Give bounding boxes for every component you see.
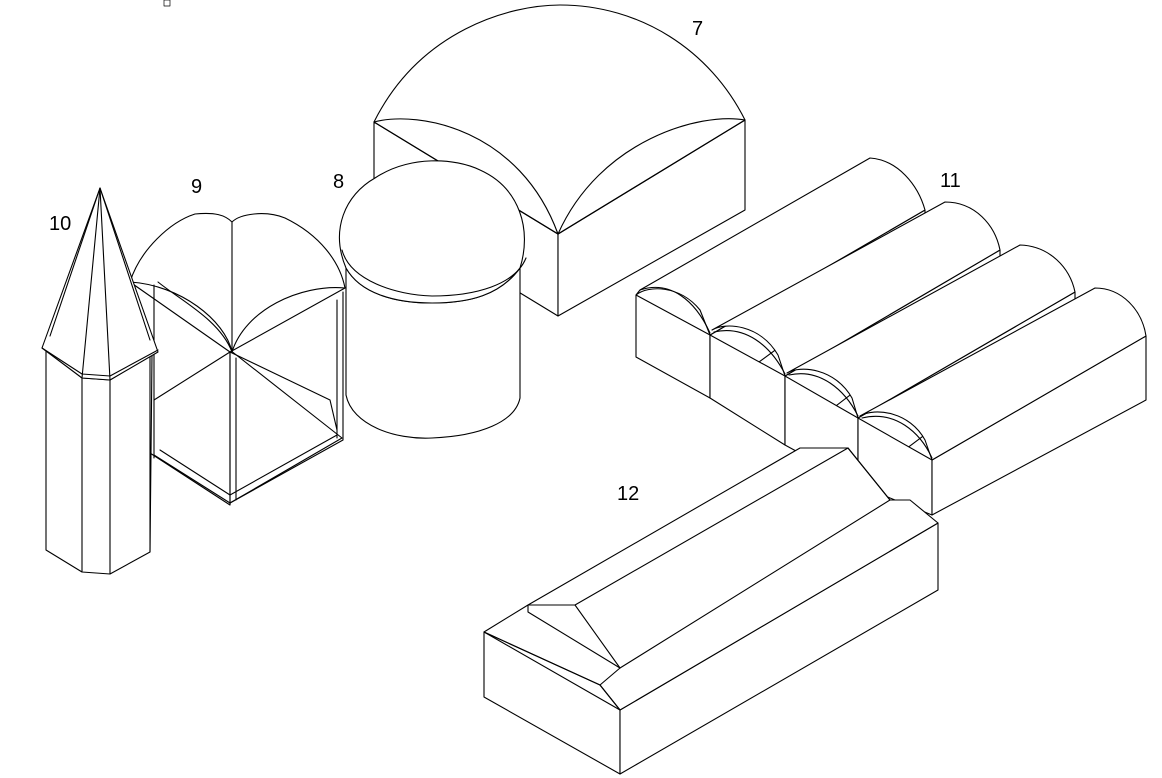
label-drum-dome: 8 [333, 171, 344, 193]
groin-vault: 9 [129, 176, 346, 506]
label-cloister-vault: 7 [692, 18, 703, 40]
label-groin-vault: 9 [191, 176, 202, 198]
label-barrel-vaults: 11 [940, 170, 961, 192]
label-spire-tower: 10 [49, 213, 71, 235]
drum-dome: 8 [333, 160, 527, 439]
corner-mark [163, 0, 171, 7]
label-hip-roof-block: 12 [617, 483, 639, 505]
hip-roof-block: 12 [483, 447, 939, 775]
spire-tower: 10 [41, 187, 159, 575]
